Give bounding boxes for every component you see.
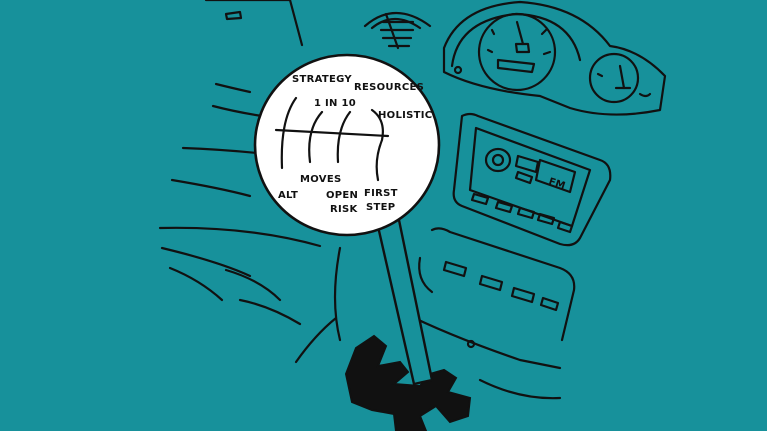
- knob-label-holistic: HOLISTIC: [378, 110, 432, 121]
- shift-knob: STRATEGY RESOURCES 1 IN 10 HOLISTIC MOVE…: [253, 53, 441, 237]
- air-vent: [363, 12, 432, 50]
- shifter-gate: [344, 334, 472, 431]
- gauge-cluster: [442, 0, 667, 116]
- radio-console: FM: [452, 112, 612, 247]
- knob-label-resources: RESOURCES: [354, 82, 424, 93]
- radio-display-text: FM: [547, 176, 566, 192]
- knob-label-risk: RISK: [330, 204, 359, 215]
- knob-label-alt: ALT: [278, 190, 298, 201]
- dashboard-left-lines: [158, 0, 342, 364]
- knob-label-strategy: STRATEGY: [292, 74, 352, 85]
- knob-label-first: FIRST: [364, 188, 398, 199]
- knob-label-open: OPEN: [326, 190, 358, 201]
- knob-label-1-in-10: 1 IN 10: [314, 98, 356, 109]
- shifter-stick: [375, 218, 434, 386]
- knob-label-moves: MOVES: [300, 174, 341, 185]
- knob-label-step: STEP: [366, 202, 395, 213]
